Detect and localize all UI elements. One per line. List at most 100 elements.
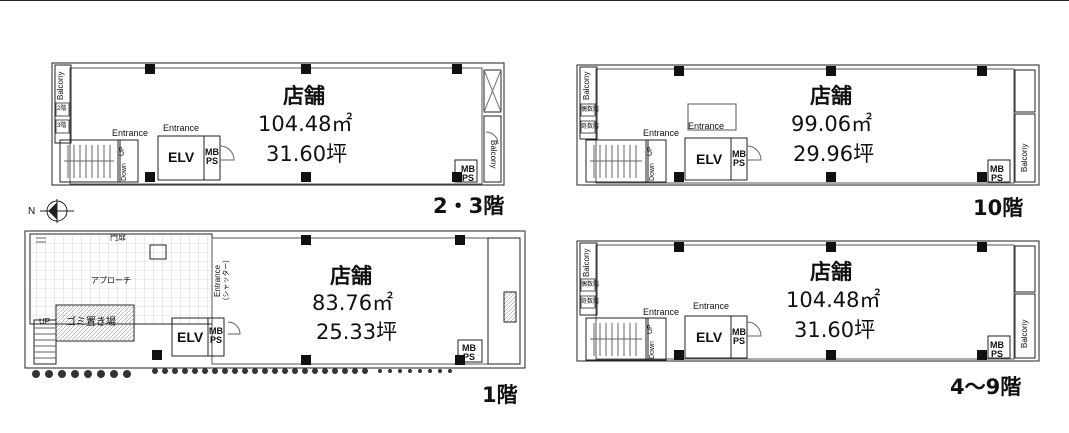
plan-4-9-entrance-label: Entrance bbox=[643, 307, 680, 317]
plan-1-mbps-shaft bbox=[207, 317, 225, 357]
plan-4-9-ps-label: PS bbox=[733, 336, 746, 346]
plan-2-3-tag-3f: 3階 bbox=[57, 123, 67, 129]
plan-10-columns bbox=[674, 66, 987, 182]
plan-1-gate-label: 門扉 bbox=[110, 233, 126, 242]
plan-2-3-floor-label: 2・3階 bbox=[433, 194, 505, 218]
plan-2-3-shop-area bbox=[69, 67, 483, 185]
plan-2-3-entrance-label: Entrance bbox=[112, 128, 149, 138]
plan-2-3-ps-label: PS bbox=[206, 156, 219, 166]
plan-10-outer-wall bbox=[576, 64, 1040, 186]
plan-2-3-entrance-label-2: Entrance bbox=[163, 123, 200, 133]
plan-10-mbps-shaft bbox=[730, 137, 748, 181]
plan-1-area-tsubo: 25.33坪 bbox=[316, 320, 398, 344]
plan-1-room-name: 店舗 bbox=[330, 264, 372, 288]
plan-2-3-tag-2f: 2階 bbox=[57, 106, 67, 112]
plan-2-3-stair-landing bbox=[117, 139, 139, 183]
plan-2-3-ps-corner-label: PS bbox=[462, 173, 475, 183]
plan-floor-2-3 bbox=[51, 62, 505, 186]
plan-4-9-mbps-corner bbox=[987, 335, 1011, 359]
plan-4-9-room-name: 店舗 bbox=[810, 260, 852, 284]
plan-4-9-shop-area bbox=[595, 244, 1015, 360]
plan-10-entrance-label: Entrance bbox=[643, 128, 680, 138]
plan-10-tag-even: 偶数階 bbox=[581, 107, 600, 113]
plan-2-3-stair bbox=[59, 139, 121, 183]
plan-4-9-tag-odd: 奇数階 bbox=[581, 299, 600, 305]
plan-1-elv-label: ELV bbox=[177, 329, 204, 345]
plan-10-room-name: 店舗 bbox=[810, 84, 852, 108]
plan-4-9-area-tsubo: 31.60坪 bbox=[794, 318, 876, 342]
plan-2-3-up-label: UP bbox=[119, 146, 126, 156]
plan-10-area-tsubo: 29.96坪 bbox=[793, 142, 875, 166]
plan-floor-4-9 bbox=[576, 240, 1040, 362]
plan-10-down-label: Down bbox=[649, 163, 656, 181]
plan-4-9-area-m2: 104.48㎡ bbox=[786, 288, 881, 312]
plan-4-9-ps-corner-label: PS bbox=[991, 349, 1004, 359]
plan-10-balcony-left-label: Balcony bbox=[582, 71, 591, 100]
plan-4-9-mb-corner-label: MB bbox=[990, 340, 1004, 350]
plan-2-3-room-name: 店舗 bbox=[283, 84, 325, 108]
plan-1-entrance-label: Entrance bbox=[213, 264, 222, 297]
plan-2-3-elv-label: ELV bbox=[168, 149, 195, 165]
plan-1-garbage-label: ゴミ置き場 bbox=[66, 317, 116, 328]
plan-1-mbps-corner bbox=[457, 339, 483, 363]
plan-4-9-balcony-right bbox=[1014, 293, 1036, 359]
plan-2-3-balcony-right bbox=[483, 115, 502, 183]
plan-4-9-elv-label: ELV bbox=[696, 329, 723, 345]
plan-10-elv-label: ELV bbox=[696, 151, 723, 167]
plan-4-9-sink bbox=[1014, 245, 1036, 293]
plan-4-9-mbps-shaft bbox=[730, 315, 748, 359]
plan-4-9-balcony-right-label: Balcony bbox=[1020, 319, 1029, 348]
plan-2-3-mb-label: MB bbox=[205, 147, 219, 157]
plan-floor-10 bbox=[576, 64, 1040, 186]
plan-10-up-label: UP bbox=[647, 146, 654, 156]
plan-10-tag-odd: 奇数階 bbox=[581, 124, 600, 130]
plan-4-9-stair-landing bbox=[645, 317, 667, 361]
plan-10-floor-label: 10階 bbox=[973, 196, 1024, 220]
plan-2-3-sink bbox=[483, 69, 502, 113]
plan-1-mb-corner-label: MB bbox=[462, 343, 476, 353]
plan-2-3-down-label: Down bbox=[121, 163, 128, 181]
plan-2-3-outer-wall bbox=[51, 62, 505, 186]
plan-2-3-balcony-right-label: Balcony bbox=[489, 140, 498, 169]
plan-1-columns bbox=[152, 235, 465, 365]
compass-north-label: N bbox=[28, 206, 36, 217]
plan-4-9-up-label: UP bbox=[647, 324, 654, 334]
plan-10-balcony-right-label: Balcony bbox=[1020, 143, 1029, 172]
plan-10-ps-corner-label: PS bbox=[991, 173, 1004, 183]
plan-10-entrance-label-2: Entrance bbox=[688, 121, 725, 131]
plan-1-rear-yard bbox=[487, 237, 521, 365]
plan-10-stair bbox=[585, 139, 649, 183]
plan-4-9-columns bbox=[674, 242, 987, 360]
plan-2-3-stair-steps bbox=[64, 145, 114, 178]
plan-1-planter bbox=[149, 244, 167, 260]
plan-2-3-door-swing bbox=[219, 145, 235, 161]
plan-1-area-m2: 83.76㎡ bbox=[312, 291, 394, 315]
plan-2-3-area-tsubo: 31.60坪 bbox=[266, 142, 348, 166]
plan-10-mb-label: MB bbox=[732, 149, 746, 159]
plan-1-ps-label: PS bbox=[210, 335, 223, 345]
plan-10-area-m2: 99.06㎡ bbox=[791, 112, 873, 136]
plan-1-up-label: UP bbox=[39, 317, 51, 326]
plan-2-3-columns bbox=[145, 64, 462, 182]
plan-2-3-balcony-left bbox=[54, 64, 72, 144]
plan-10-entrance-hall bbox=[687, 103, 737, 131]
plan-4-9-mb-label: MB bbox=[732, 327, 746, 337]
plan-1-ps-corner-label: PS bbox=[463, 352, 476, 362]
plan-4-9-tag-even: 偶数階 bbox=[581, 282, 600, 288]
plan-4-9-down-label: Down bbox=[649, 341, 656, 359]
plan-10-balcony-right bbox=[1014, 113, 1036, 183]
north-compass bbox=[40, 199, 74, 223]
plan-1-shutter-label: (シャッター) bbox=[223, 260, 230, 300]
top-border-line bbox=[0, 0, 1069, 1]
plan-1-approach-label: アプローチ bbox=[91, 276, 131, 285]
plan-1-hedge-shrubs bbox=[32, 368, 452, 378]
plan-2-3-mbps-shaft bbox=[203, 135, 221, 181]
plan-10-balcony-left bbox=[579, 66, 598, 140]
plan-10-ps-label: PS bbox=[733, 158, 746, 168]
plan-10-mbps-corner bbox=[987, 159, 1011, 183]
plan-10-sink bbox=[1014, 69, 1036, 113]
plan-4-9-balcony-left bbox=[579, 242, 598, 316]
plan-2-3-mbps-corner bbox=[454, 159, 478, 183]
plan-2-3-area-m2: 104.48㎡ bbox=[258, 112, 353, 136]
